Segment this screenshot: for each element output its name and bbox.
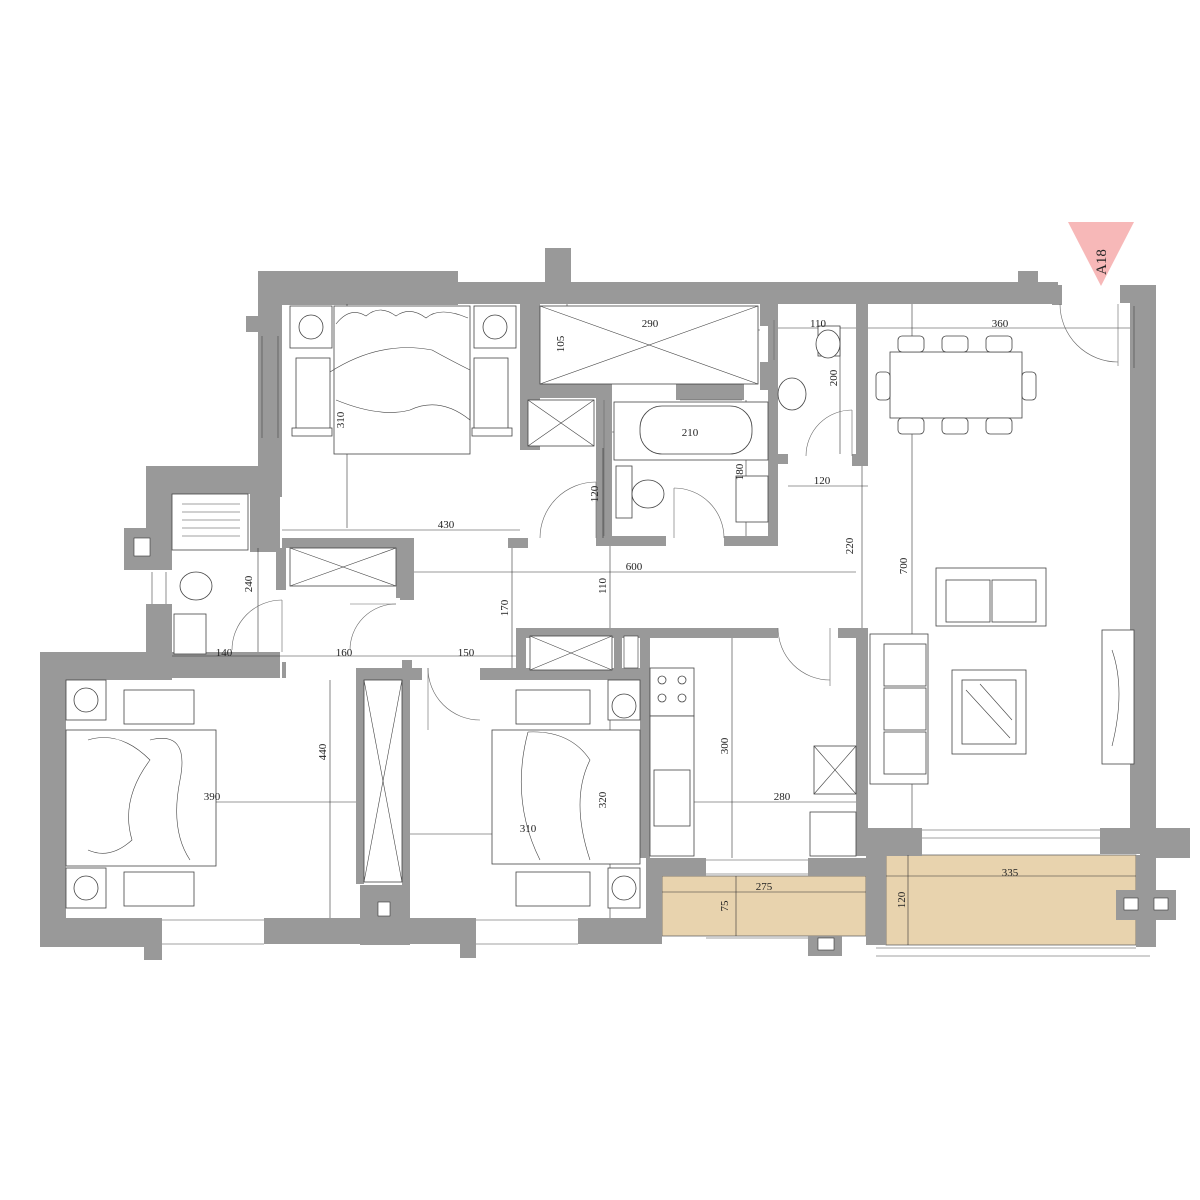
dim-label: 390 bbox=[204, 791, 221, 803]
dim-label: 180 bbox=[734, 463, 746, 480]
dim-label: 110 bbox=[597, 577, 609, 594]
dim-label: 220 bbox=[844, 537, 856, 554]
dim-label: 120 bbox=[814, 475, 831, 487]
furniture bbox=[65, 305, 1135, 909]
windows bbox=[151, 306, 1150, 957]
dim-label: 300 bbox=[719, 737, 731, 754]
dim-label: 110 bbox=[810, 318, 827, 330]
dimension-labels: 290 110 360 105 200 310 210 180 120 120 … bbox=[204, 318, 1019, 912]
dim-label: 210 bbox=[682, 427, 699, 439]
living-balcony bbox=[885, 854, 1137, 946]
dim-label: 430 bbox=[438, 519, 455, 531]
dim-label: 140 bbox=[216, 647, 233, 659]
dim-label: 75 bbox=[719, 900, 731, 912]
dim-label: 150 bbox=[458, 647, 475, 659]
dim-label: 320 bbox=[597, 791, 609, 808]
marker-triangle-icon bbox=[1068, 222, 1134, 286]
unit-marker-label: A18 bbox=[1094, 249, 1110, 275]
doors bbox=[231, 303, 1119, 730]
dim-label: 105 bbox=[555, 335, 567, 352]
dim-label: 335 bbox=[1002, 867, 1019, 879]
walls bbox=[40, 248, 1190, 960]
dim-label: 240 bbox=[243, 575, 255, 592]
dim-label: 120 bbox=[896, 891, 908, 908]
unit-marker: A18 bbox=[1068, 222, 1134, 286]
dim-label: 200 bbox=[828, 369, 840, 386]
wall-openings bbox=[133, 537, 1169, 951]
dim-label: 440 bbox=[317, 743, 329, 760]
dim-label: 310 bbox=[520, 823, 537, 835]
dim-label: 700 bbox=[898, 557, 910, 574]
balconies bbox=[661, 854, 1137, 946]
dim-label: 600 bbox=[626, 561, 643, 573]
dim-label: 275 bbox=[756, 881, 773, 893]
dim-label: 280 bbox=[774, 791, 791, 803]
dim-label: 160 bbox=[336, 647, 353, 659]
dim-label: 170 bbox=[499, 599, 511, 616]
kitchen-balcony bbox=[661, 875, 867, 937]
dim-label: 310 bbox=[335, 411, 347, 428]
dim-label: 290 bbox=[642, 318, 659, 330]
dim-label: 360 bbox=[992, 318, 1009, 330]
dim-label: 120 bbox=[589, 485, 601, 502]
